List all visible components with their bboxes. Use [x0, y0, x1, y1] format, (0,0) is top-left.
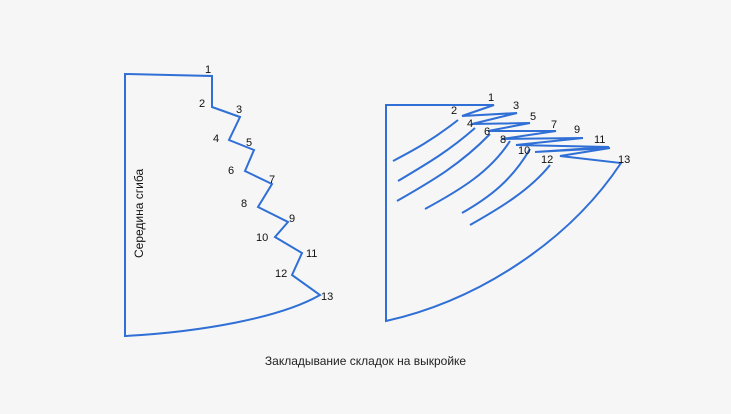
left-point-label-11: 11: [306, 248, 317, 260]
left-point-label-12: 12: [275, 268, 287, 280]
right-point-label-9: 9: [574, 124, 580, 136]
pleat-fold-line-3: [396, 133, 491, 202]
right-point-label-11: 11: [594, 134, 605, 146]
right-point-label-13: 13: [618, 154, 630, 166]
pleat-fold-line-1: [392, 119, 459, 162]
right-point-label-10: 10: [518, 145, 530, 157]
left-point-label-4: 4: [213, 133, 219, 145]
left-point-labels: 1 2 3 4 5 6 7 8 9 10 11 12 13: [199, 64, 333, 303]
right-point-label-8: 8: [500, 134, 506, 146]
right-point-label-5: 5: [530, 111, 536, 123]
pleat-fold-line-2: [397, 127, 476, 182]
pleat-fold-line-6: [469, 164, 551, 226]
pleat-fold-line-4: [424, 140, 511, 210]
right-point-label-3: 3: [513, 100, 519, 112]
left-point-label-10: 10: [256, 232, 268, 244]
left-fold-label: Середина сгиба: [132, 169, 146, 258]
pleat-fold-line-5: [461, 148, 531, 214]
right-point-label-12: 12: [541, 154, 553, 166]
right-pattern: [385, 104, 623, 323]
figure-caption: Закладывание складок на выкройке: [264, 354, 467, 368]
left-point-label-5: 5: [246, 137, 252, 149]
right-pattern-outline: [385, 104, 623, 323]
right-point-label-1: 1: [488, 92, 494, 104]
left-pattern-outline: [124, 72, 322, 338]
left-pattern: [124, 72, 322, 338]
left-point-label-13: 13: [321, 291, 333, 303]
right-point-label-4: 4: [467, 118, 473, 130]
right-point-labels: 1 2 3 4 5 6 7 8 9 10 11 12 13: [451, 92, 630, 166]
right-point-label-2: 2: [451, 105, 457, 117]
left-point-label-2: 2: [199, 98, 205, 110]
left-point-label-8: 8: [241, 198, 247, 210]
left-point-label-3: 3: [236, 104, 242, 116]
right-point-label-6: 6: [484, 126, 490, 138]
left-point-label-9: 9: [289, 213, 295, 225]
left-point-label-1: 1: [205, 64, 211, 76]
right-point-label-7: 7: [551, 119, 557, 131]
left-point-label-6: 6: [228, 165, 234, 177]
left-point-label-7: 7: [269, 174, 275, 186]
